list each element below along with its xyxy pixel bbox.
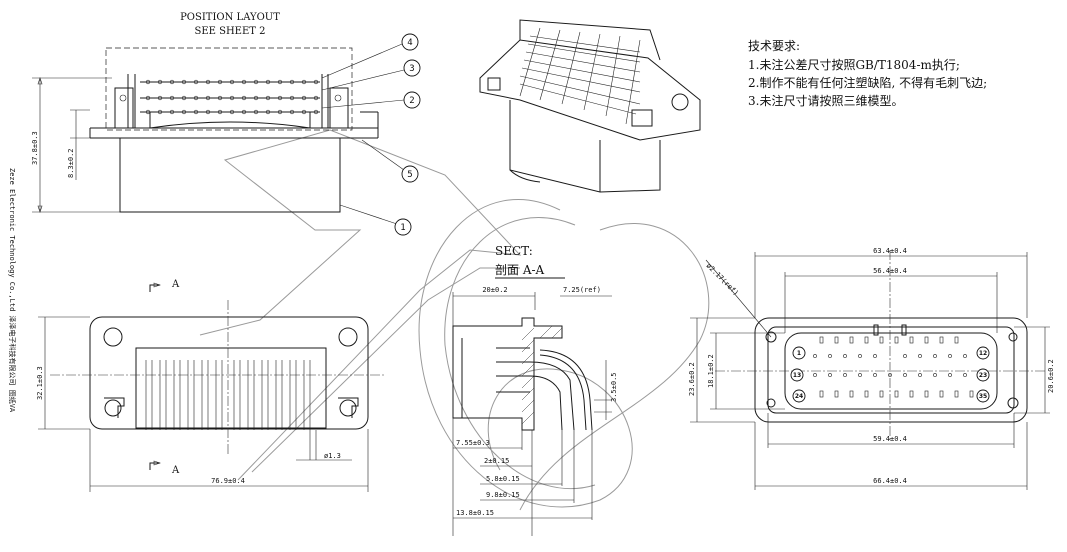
front-pin-row-bottom: [145, 109, 319, 115]
front-pin-row-mid: [145, 95, 319, 101]
iso-view: [479, 19, 701, 193]
dim-face-w4: 66.4±0.4: [873, 477, 907, 485]
dim-plan-pin: ø1.3: [324, 452, 341, 460]
svg-text:3: 3: [409, 64, 414, 74]
dim-sect-d1: 7.55±0.3: [456, 439, 490, 447]
tech-req-title: 技术要求:: [748, 39, 800, 53]
dim-face-w2: 56.4±0.4: [873, 267, 907, 275]
side-company-label: Zeze Electronic Technology Co.,Ltd 泽泽电子科…: [8, 168, 17, 413]
section-title: SECT:: [495, 244, 533, 258]
face-contacts: [813, 336, 974, 398]
svg-text:1: 1: [400, 223, 405, 233]
dim-front-flange: 8.3±0.2: [67, 148, 75, 178]
svg-text:12: 12: [979, 350, 987, 357]
pin-label-12: 12: [976, 346, 990, 360]
plan-view: A A 32.1±0.3 76.9±0.4 ø1: [36, 279, 385, 492]
svg-text:35: 35: [979, 393, 987, 400]
tech-req-item-2: 2.制作不能有任何注塑缺陷, 不得有毛刺飞边;: [748, 75, 987, 90]
dim-face-hole: ø2.17(ref): [705, 262, 740, 297]
tech-req-item-3: 3.未注尺寸请按照三维模型。: [748, 93, 903, 108]
section-view: SECT: 剖面 A-A 20±0.2 7.25(ref): [452, 244, 618, 536]
front-pin-row-top: [145, 79, 319, 85]
pin-label-24: 24: [792, 389, 806, 403]
svg-text:2: 2: [409, 96, 414, 106]
dim-sect-d3: 5.8±0.15: [486, 475, 520, 483]
face-view: 1 12 13 23 24 35 63.4±0.4 56.4±0.4 59.4±…: [688, 247, 1055, 490]
dim-face-h1: 23.6±0.2: [688, 362, 696, 396]
dim-plan-height: 32.1±0.3: [36, 366, 44, 400]
watermark-logo: [199, 129, 710, 511]
section-hatch: [521, 325, 563, 425]
pin-label-1: 1: [792, 346, 806, 360]
dim-sect-side: 3.5±0.5: [610, 372, 618, 402]
svg-text:1: 1: [797, 350, 801, 357]
pin-label-23: 23: [976, 368, 990, 382]
dim-plan-width: 76.9±0.4: [211, 477, 245, 485]
plan-contacts: [145, 360, 311, 430]
dim-face-h3: 20.6±0.2: [1047, 359, 1055, 393]
dim-sect-d5: 13.8±0.15: [456, 509, 494, 517]
position-layout-line2: SEE SHEET 2: [194, 26, 265, 37]
tech-req-item-1: 1.未注公差尺寸按照GB/T1804-m执行;: [748, 57, 960, 72]
dim-front-height: 37.8±0.3: [31, 131, 39, 165]
dim-sect-d2: 2±0.15: [484, 457, 509, 465]
dim-sect-d4: 9.8±0.15: [486, 491, 520, 499]
svg-text:23: 23: [979, 372, 987, 379]
dim-face-w1: 63.4±0.4: [873, 247, 907, 255]
section-mark-a-bottom: A: [171, 465, 180, 476]
section-subtitle: 剖面 A-A: [495, 263, 545, 277]
balloon-4: 4: [401, 33, 419, 51]
dim-sect-ref: 7.25(ref): [563, 286, 601, 294]
balloon-5: 5: [401, 165, 419, 183]
balloon-1: 1: [394, 218, 412, 236]
svg-text:13: 13: [793, 372, 801, 379]
svg-text:4: 4: [407, 38, 412, 48]
svg-text:24: 24: [795, 393, 803, 400]
section-mark-a-top: A: [171, 279, 180, 290]
balloon-3: 3: [403, 59, 421, 77]
dim-sect-top: 20±0.2: [482, 286, 507, 294]
dim-face-h2: 18.1±0.2: [707, 354, 715, 388]
svg-text:5: 5: [407, 170, 412, 180]
position-layout-line1: POSITION LAYOUT: [180, 12, 280, 23]
dim-face-w3: 59.4±0.4: [873, 435, 907, 443]
tech-requirements: 技术要求: 1.未注公差尺寸按照GB/T1804-m执行; 2.制作不能有任何注…: [748, 39, 987, 108]
front-view: 37.8±0.3 8.3±0.2: [31, 43, 405, 226]
pin-label-13: 13: [790, 368, 804, 382]
balloon-2: 2: [403, 91, 421, 109]
pin-label-35: 35: [976, 389, 990, 403]
